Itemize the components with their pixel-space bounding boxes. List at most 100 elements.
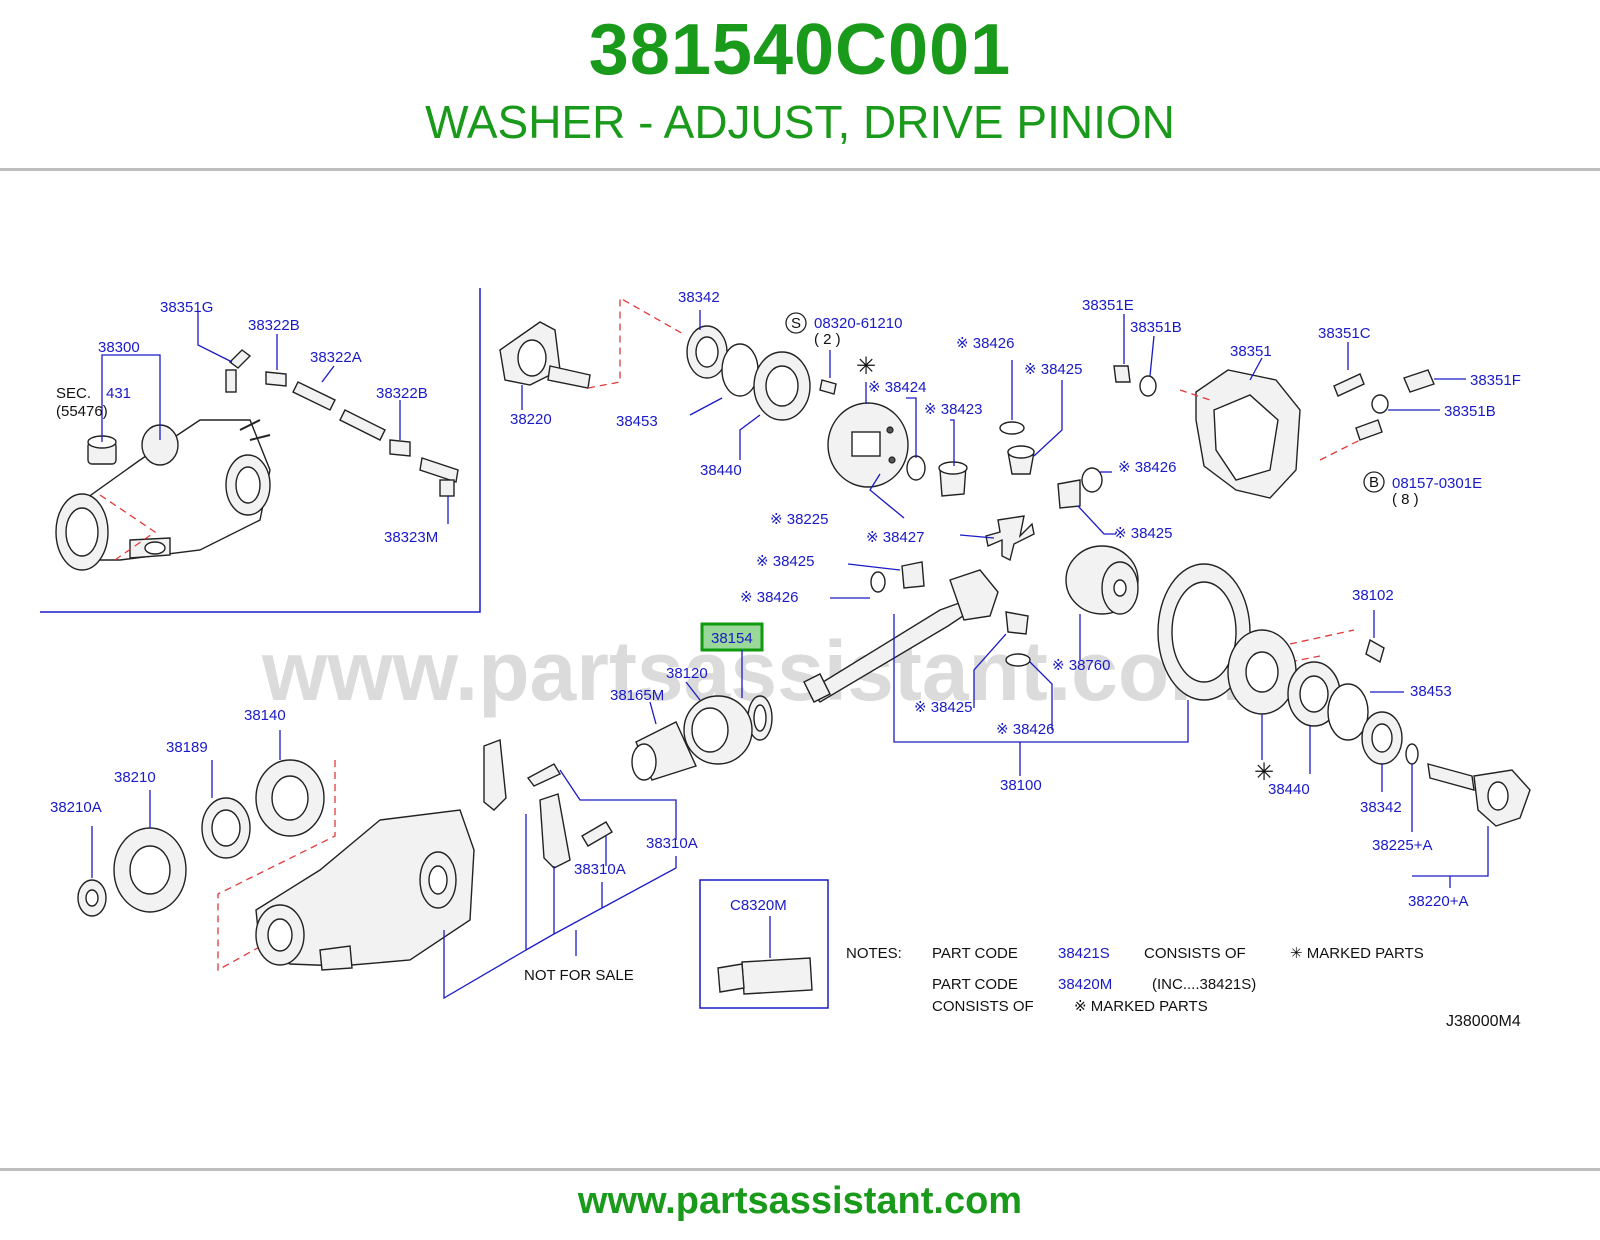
label-38453[interactable]: 38453 bbox=[616, 413, 658, 430]
label-38310A-a[interactable]: 38310A bbox=[646, 835, 698, 852]
bolt-38102-drawing bbox=[1365, 638, 1385, 664]
label-38342[interactable]: 38342 bbox=[678, 289, 720, 306]
label-38427[interactable]: ※ 38427 bbox=[866, 529, 924, 546]
notes-line2-part-code: PART CODE bbox=[932, 976, 1018, 993]
label-38300[interactable]: 38300 bbox=[98, 339, 140, 356]
label-qty-8: ( 8 ) bbox=[1392, 491, 1419, 508]
label-38453-b[interactable]: 38453 bbox=[1410, 683, 1452, 700]
washer-38154-drawing bbox=[747, 695, 773, 741]
label-38102[interactable]: 38102 bbox=[1352, 587, 1394, 604]
label-sec-431[interactable]: 431 bbox=[106, 385, 131, 402]
footer-url[interactable]: www.partsassistant.com bbox=[577, 1180, 1023, 1222]
flange-38220-drawing bbox=[499, 321, 591, 389]
dashed-guide-pinion bbox=[587, 296, 686, 389]
label-38440[interactable]: 38440 bbox=[700, 462, 742, 479]
label-38351C[interactable]: 38351C bbox=[1318, 325, 1371, 342]
label-38189[interactable]: 38189 bbox=[166, 739, 208, 756]
label-38351F[interactable]: 38351F bbox=[1470, 372, 1521, 389]
sealant-tube-drawing bbox=[717, 957, 813, 995]
label-38351B[interactable]: 38351B bbox=[1130, 319, 1182, 336]
label-38426-c[interactable]: ※ 38426 bbox=[740, 589, 798, 606]
drive-pinion-38100-drawing bbox=[803, 569, 999, 703]
label-38423[interactable]: ※ 38423 bbox=[924, 401, 982, 418]
bolt-08157-drawing bbox=[1355, 419, 1383, 441]
label-08320-61210[interactable]: 08320-61210 bbox=[814, 315, 902, 332]
pinion-shaft-38427-drawing bbox=[985, 515, 1035, 562]
seal-38342-b-drawing bbox=[1361, 711, 1403, 765]
pinion-gear-38423-drawing bbox=[938, 461, 968, 497]
label-38323M[interactable]: 38323M bbox=[384, 529, 438, 546]
notes-line1-marked: ✳ MARKED PARTS bbox=[1290, 945, 1424, 962]
gear-38425-b-drawing bbox=[1057, 479, 1081, 509]
washer-38424-drawing bbox=[906, 455, 926, 481]
label-38225A[interactable]: 38225+A bbox=[1372, 837, 1432, 854]
label-38322B[interactable]: 38322B bbox=[248, 317, 300, 334]
gasket-38351B-drawing bbox=[1139, 375, 1157, 397]
bolt-38310A-a-drawing bbox=[526, 763, 562, 787]
carrier-housing-drawing bbox=[255, 809, 475, 971]
label-38424[interactable]: ※ 38424 bbox=[868, 379, 926, 396]
marker-asterisk-b: ✳ bbox=[1254, 759, 1274, 786]
label-38425-b[interactable]: ※ 38425 bbox=[1114, 525, 1172, 542]
label-38120[interactable]: 38120 bbox=[666, 665, 708, 682]
label-38760[interactable]: ※ 38760 bbox=[1052, 657, 1110, 674]
connector-38323M-drawing bbox=[419, 457, 459, 497]
label-38425-c[interactable]: ※ 38425 bbox=[756, 553, 814, 570]
label-38210[interactable]: 38210 bbox=[114, 769, 156, 786]
label-38351G[interactable]: 38351G bbox=[160, 299, 213, 316]
label-38425-a[interactable]: ※ 38425 bbox=[1024, 361, 1082, 378]
label-38440-b[interactable]: 38440 bbox=[1268, 781, 1310, 798]
notes-code-38420M[interactable]: 38420M bbox=[1058, 976, 1112, 993]
label-38310A-b[interactable]: 38310A bbox=[574, 861, 626, 878]
diagram-code: J38000M4 bbox=[1446, 1013, 1521, 1030]
flange-38210-drawing bbox=[113, 827, 187, 913]
plug-38351F-drawing bbox=[1403, 369, 1435, 393]
label-38225[interactable]: ※ 38225 bbox=[770, 511, 828, 528]
label-38100[interactable]: 38100 bbox=[1000, 777, 1042, 794]
label-38140[interactable]: 38140 bbox=[244, 707, 286, 724]
rear-cover-38351-drawing bbox=[1195, 369, 1301, 499]
label-38220A[interactable]: 38220+A bbox=[1408, 893, 1468, 910]
dashed-guide-right bbox=[1289, 629, 1355, 663]
bolt-drawing bbox=[819, 379, 837, 395]
symbol-b bbox=[1363, 471, 1385, 493]
label-sec: SEC. bbox=[56, 385, 91, 402]
notes-code-38421S[interactable]: 38421S bbox=[1058, 945, 1110, 962]
dashed-guide bbox=[99, 494, 157, 563]
part-number: 381540C001 bbox=[588, 10, 1012, 90]
sealant-box bbox=[699, 879, 829, 1009]
label-38426-d[interactable]: ※ 38426 bbox=[996, 721, 1054, 738]
label-38165M[interactable]: 38165M bbox=[610, 687, 664, 704]
nut-38210A-drawing bbox=[77, 879, 107, 917]
label-38351E[interactable]: 38351E bbox=[1082, 297, 1134, 314]
label-38322A[interactable]: 38322A bbox=[310, 349, 362, 366]
notes-line1-part-code: PART CODE bbox=[932, 945, 1018, 962]
part-name: WASHER - ADJUST, DRIVE PINION bbox=[425, 96, 1175, 148]
label-38322B-b[interactable]: 38322B bbox=[376, 385, 428, 402]
inset-frame bbox=[40, 288, 481, 613]
label-38426-b[interactable]: ※ 38426 bbox=[1118, 459, 1176, 476]
notes-line3-consists: CONSISTS OF bbox=[932, 998, 1034, 1015]
label-C8320M[interactable]: C8320M bbox=[730, 897, 787, 914]
label-38426-a[interactable]: ※ 38426 bbox=[956, 335, 1014, 352]
clip-38322B-b-drawing bbox=[389, 439, 411, 457]
gear-38425-c-drawing bbox=[870, 561, 925, 593]
snap-ring-38225-drawing bbox=[1405, 743, 1419, 765]
notes-line1-consists: CONSISTS OF bbox=[1144, 945, 1246, 962]
stud-38351C-drawing bbox=[1333, 373, 1365, 397]
label-38342-b[interactable]: 38342 bbox=[1360, 799, 1402, 816]
label-qty-2: ( 2 ) bbox=[814, 331, 841, 348]
label-38154[interactable]: 38154 bbox=[711, 630, 753, 647]
differential-assembly-drawing bbox=[55, 419, 271, 571]
flange-38220A-drawing bbox=[1427, 763, 1531, 827]
highlight-box bbox=[700, 622, 764, 652]
label-38425-d[interactable]: ※ 38425 bbox=[914, 699, 972, 716]
label-38220[interactable]: 38220 bbox=[510, 411, 552, 428]
label-38351[interactable]: 38351 bbox=[1230, 343, 1272, 360]
notes-title: NOTES: bbox=[846, 945, 902, 962]
label-38210A[interactable]: 38210A bbox=[50, 799, 102, 816]
label-08157-0301E[interactable]: 08157-0301E bbox=[1392, 475, 1482, 492]
breather-38351G-drawing bbox=[225, 349, 252, 393]
clip-38322B-drawing bbox=[265, 371, 287, 387]
label-38351B-b[interactable]: 38351B bbox=[1444, 403, 1496, 420]
